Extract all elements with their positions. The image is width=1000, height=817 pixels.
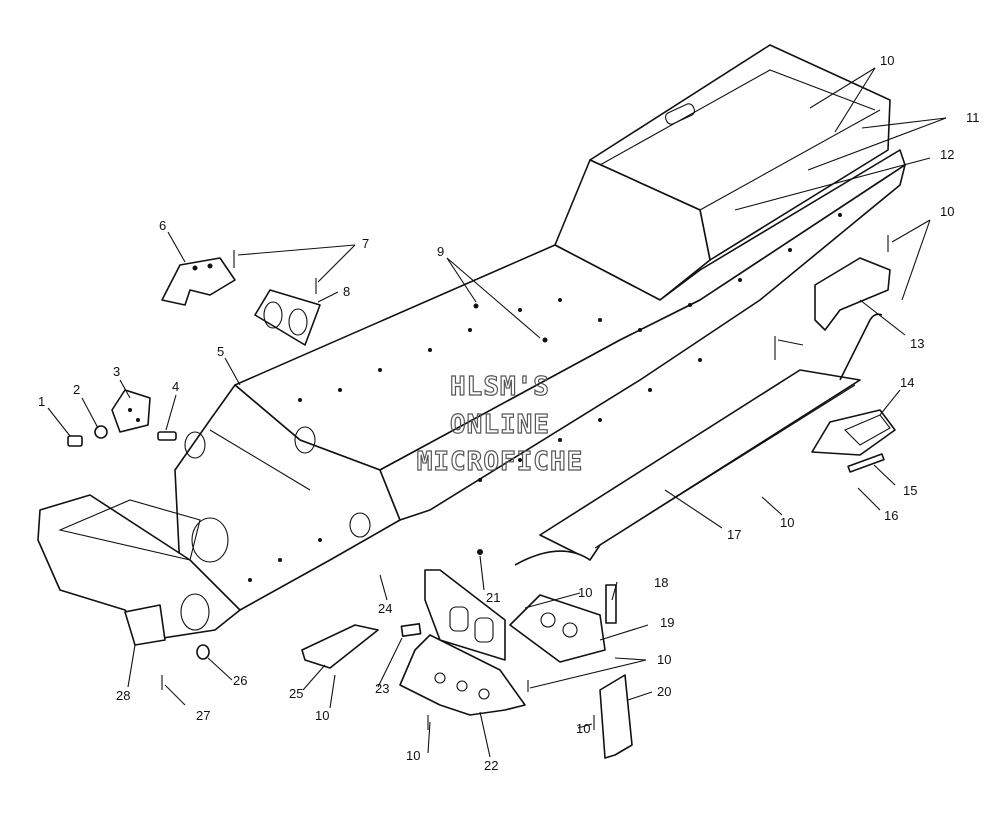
heat-shield-19 bbox=[509, 594, 606, 663]
callout-12: 12 bbox=[940, 147, 954, 162]
callout-5: 5 bbox=[217, 344, 224, 359]
fastener-group bbox=[161, 235, 889, 730]
running-board bbox=[514, 313, 883, 566]
callout-21: 21 bbox=[486, 590, 500, 605]
callout-labels: 1 2 3 4 5 6 7 8 9 10 11 12 10 13 14 15 1… bbox=[38, 53, 980, 773]
callout-23: 23 bbox=[375, 681, 389, 696]
callout-25: 25 bbox=[289, 686, 303, 701]
callout-22: 22 bbox=[484, 758, 498, 773]
bolt-1-nut-2-bolt-4 bbox=[67, 425, 177, 447]
bracket-3 bbox=[111, 389, 151, 433]
callout-24: 24 bbox=[378, 601, 392, 616]
callout-10-b: 10 bbox=[940, 204, 954, 219]
callout-10-d: 10 bbox=[578, 585, 592, 600]
leader-lines bbox=[47, 67, 947, 758]
cover-25 bbox=[301, 624, 379, 669]
watermark-line-2: ONLINE bbox=[450, 410, 550, 440]
callout-17: 17 bbox=[727, 527, 741, 542]
watermark-line-3: MICROFICHE bbox=[417, 447, 584, 477]
callout-26: 26 bbox=[233, 673, 247, 688]
callout-11: 11 bbox=[966, 110, 980, 125]
grommet-26 bbox=[196, 644, 210, 660]
clip-18 bbox=[605, 584, 617, 624]
callout-10-g: 10 bbox=[315, 708, 329, 723]
callout-10-h: 10 bbox=[406, 748, 420, 763]
strip-15 bbox=[847, 453, 885, 473]
bracket-6 bbox=[161, 257, 236, 306]
callout-13: 13 bbox=[910, 336, 924, 351]
callout-20: 20 bbox=[657, 684, 671, 699]
watermark-line-1: HLSM'S bbox=[450, 372, 550, 402]
callout-10-e: 10 bbox=[657, 652, 671, 667]
callout-3: 3 bbox=[113, 364, 120, 379]
callout-7: 7 bbox=[362, 236, 369, 251]
callout-27: 27 bbox=[196, 708, 210, 723]
footrest-14 bbox=[811, 409, 896, 456]
callout-1: 1 bbox=[38, 394, 45, 409]
panel-part-19-upper bbox=[424, 569, 506, 661]
callout-10-c: 10 bbox=[780, 515, 794, 530]
callout-15: 15 bbox=[903, 483, 917, 498]
callout-6: 6 bbox=[159, 218, 166, 233]
callout-18: 18 bbox=[654, 575, 668, 590]
chassis-tunnel bbox=[37, 44, 906, 641]
callout-4: 4 bbox=[172, 379, 179, 394]
pad-23 bbox=[400, 622, 422, 638]
bumper-28 bbox=[124, 604, 166, 646]
callout-14: 14 bbox=[900, 375, 914, 390]
callout-28: 28 bbox=[116, 688, 130, 703]
plate-22 bbox=[399, 634, 526, 716]
callout-9: 9 bbox=[437, 244, 444, 259]
callout-10-f: 10 bbox=[576, 721, 590, 736]
bracket-20 bbox=[599, 674, 633, 759]
bracket-13 bbox=[814, 257, 891, 331]
callout-10-a: 10 bbox=[880, 53, 894, 68]
callout-2: 2 bbox=[73, 382, 80, 397]
grommet-8 bbox=[254, 289, 321, 346]
callout-16: 16 bbox=[884, 508, 898, 523]
callout-8: 8 bbox=[343, 284, 350, 299]
watermark: HLSM'S ONLINE MICROFICHE bbox=[416, 371, 584, 477]
callout-19: 19 bbox=[660, 615, 674, 630]
